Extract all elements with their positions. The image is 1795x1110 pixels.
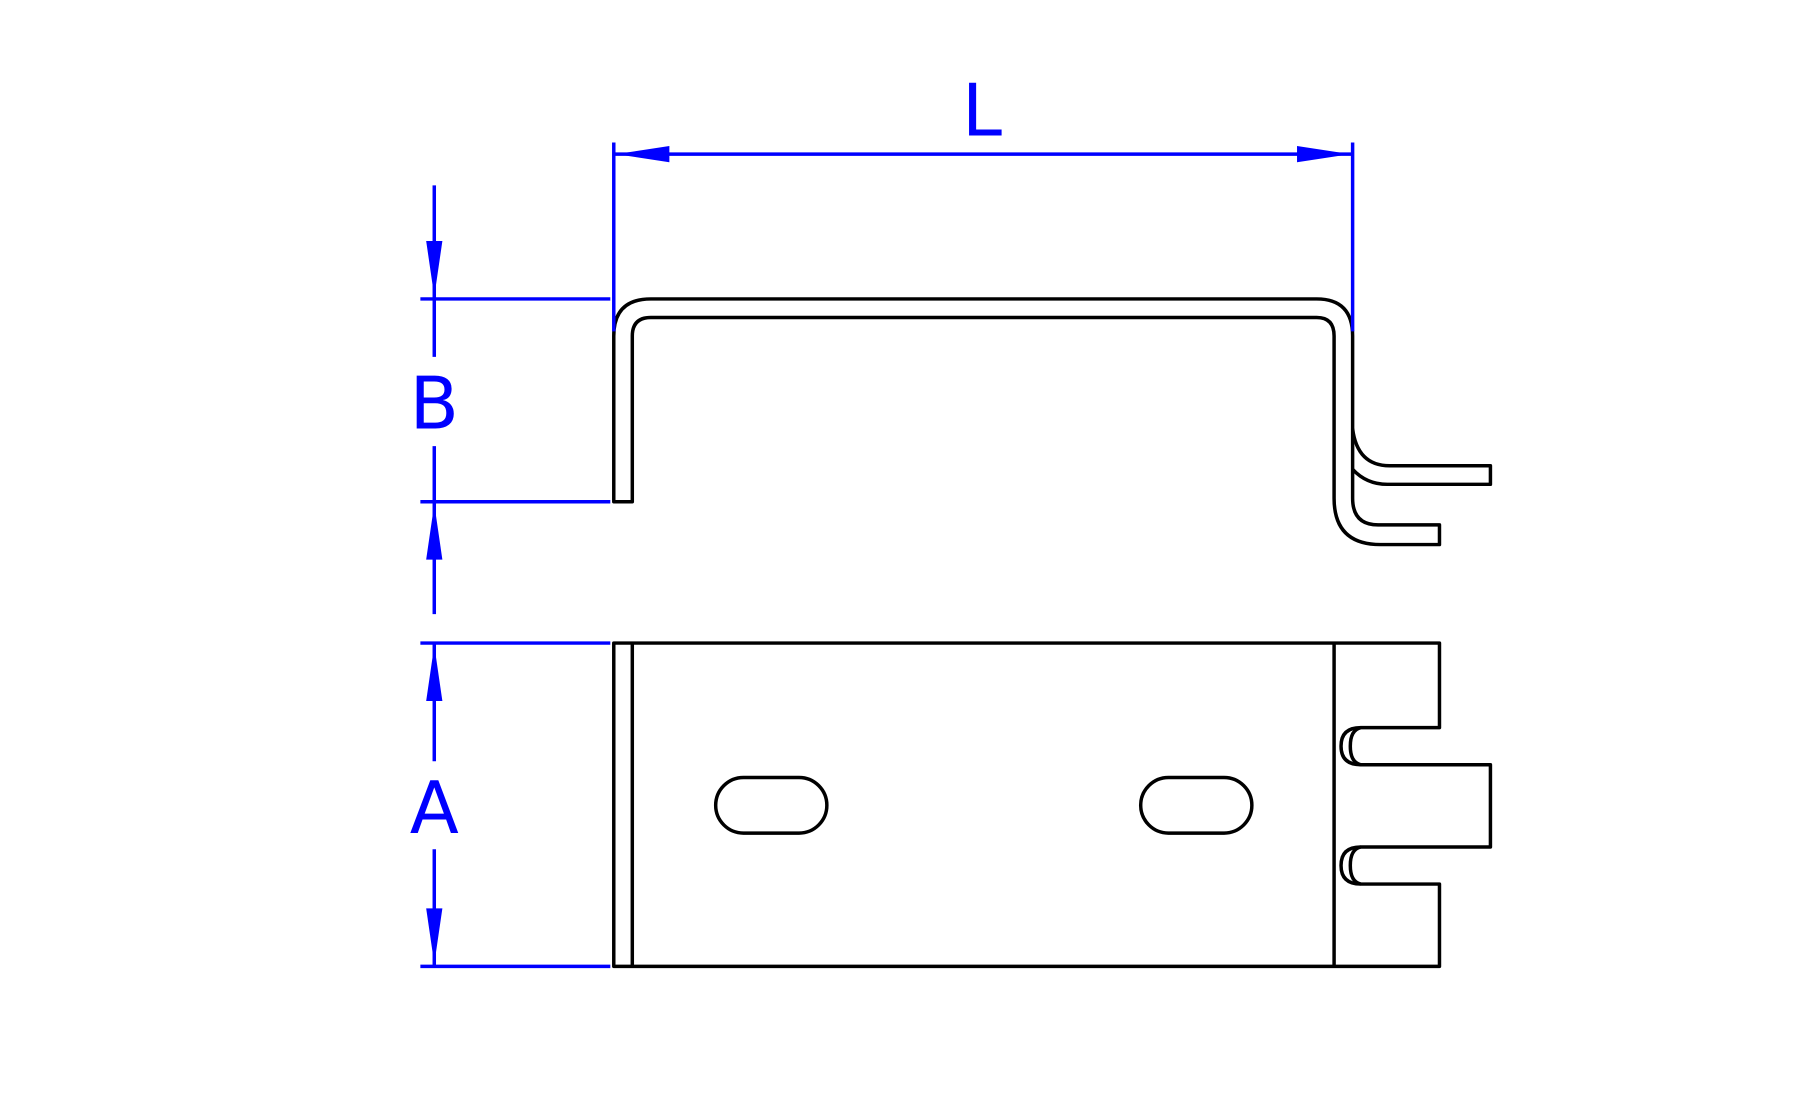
dimension-a: A (410, 641, 611, 969)
plan-outline (612, 641, 1493, 969)
slot-inner-arc-top (1348, 725, 1362, 767)
plan-view (612, 641, 1493, 969)
dimension-l: L (612, 69, 1355, 332)
arrow-right-icon (1297, 145, 1351, 163)
arrow-down-icon (426, 908, 443, 965)
slot-inner-arc-bottom (1348, 845, 1362, 886)
dimension-b: B (410, 185, 611, 615)
dimension-label-a: A (410, 766, 459, 850)
side-view (612, 297, 1493, 547)
arrow-down-icon (426, 241, 443, 297)
profile-tab-upper (1350, 428, 1493, 487)
arrow-left-icon (616, 145, 670, 163)
arrow-up-icon (426, 645, 443, 701)
dimension-label-l: L (962, 69, 1002, 153)
arrow-up-icon (426, 504, 443, 560)
mounting-slot-right (1138, 775, 1254, 835)
mounting-slot-left (713, 775, 829, 835)
dimension-label-b: B (410, 362, 459, 446)
profile-outer-edge (612, 297, 1442, 547)
